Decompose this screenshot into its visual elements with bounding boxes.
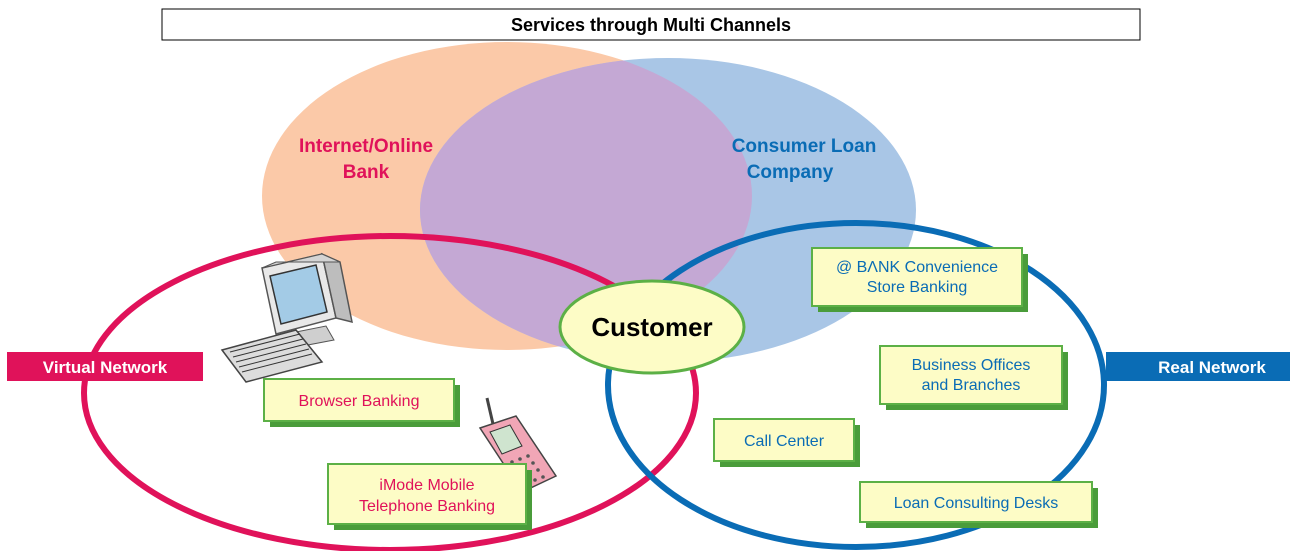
computer-icon <box>220 252 353 383</box>
bank-convenience-box: @ BΛNK Convenience Store Banking <box>811 247 1028 312</box>
virtual-network-ring <box>81 233 699 551</box>
virtual-network-label: Virtual Network <box>43 358 168 377</box>
bank-convenience-label-line1: @ BΛNK Convenience <box>836 259 998 276</box>
customer-node: Customer <box>558 279 746 375</box>
real-network-ring <box>605 220 1107 550</box>
business-offices-label-line1: Business Offices <box>912 357 1031 374</box>
imode-banking-label-line1: iMode Mobile <box>379 477 474 494</box>
virtual-network-tag: Virtual Network <box>7 352 203 381</box>
title-bar: Services through Multi Channels <box>161 8 1141 41</box>
imode-banking-label-line2: Telephone Banking <box>359 498 495 515</box>
browser-banking-label: Browser Banking <box>299 393 420 410</box>
internet-bank-label-line1: Internet/Online <box>299 136 433 157</box>
customer-label: Customer <box>591 312 712 342</box>
real-network-label: Real Network <box>1158 358 1266 377</box>
diagram-title: Services through Multi Channels <box>511 15 791 35</box>
loan-consulting-box: Loan Consulting Desks <box>859 481 1098 528</box>
mobile-phone-icon <box>478 397 558 493</box>
internet-bank-label-line2: Bank <box>343 162 390 183</box>
business-offices-box: Business Offices and Branches <box>879 345 1068 410</box>
overlap-region <box>420 58 752 350</box>
call-center-box: Call Center <box>713 418 860 467</box>
real-network-tag: Real Network <box>1106 352 1290 381</box>
business-offices-label-line2: and Branches <box>922 377 1021 394</box>
consumer-loan-label-line1: Consumer Loan <box>732 136 877 157</box>
call-center-label: Call Center <box>744 433 825 450</box>
loan-consulting-label: Loan Consulting Desks <box>894 495 1059 512</box>
consumer-loan-label-line2: Company <box>747 162 834 183</box>
imode-banking-box: iMode Mobile Telephone Banking <box>327 463 532 530</box>
bank-convenience-label-line2: Store Banking <box>867 279 968 296</box>
browser-banking-box: Browser Banking <box>263 378 460 427</box>
